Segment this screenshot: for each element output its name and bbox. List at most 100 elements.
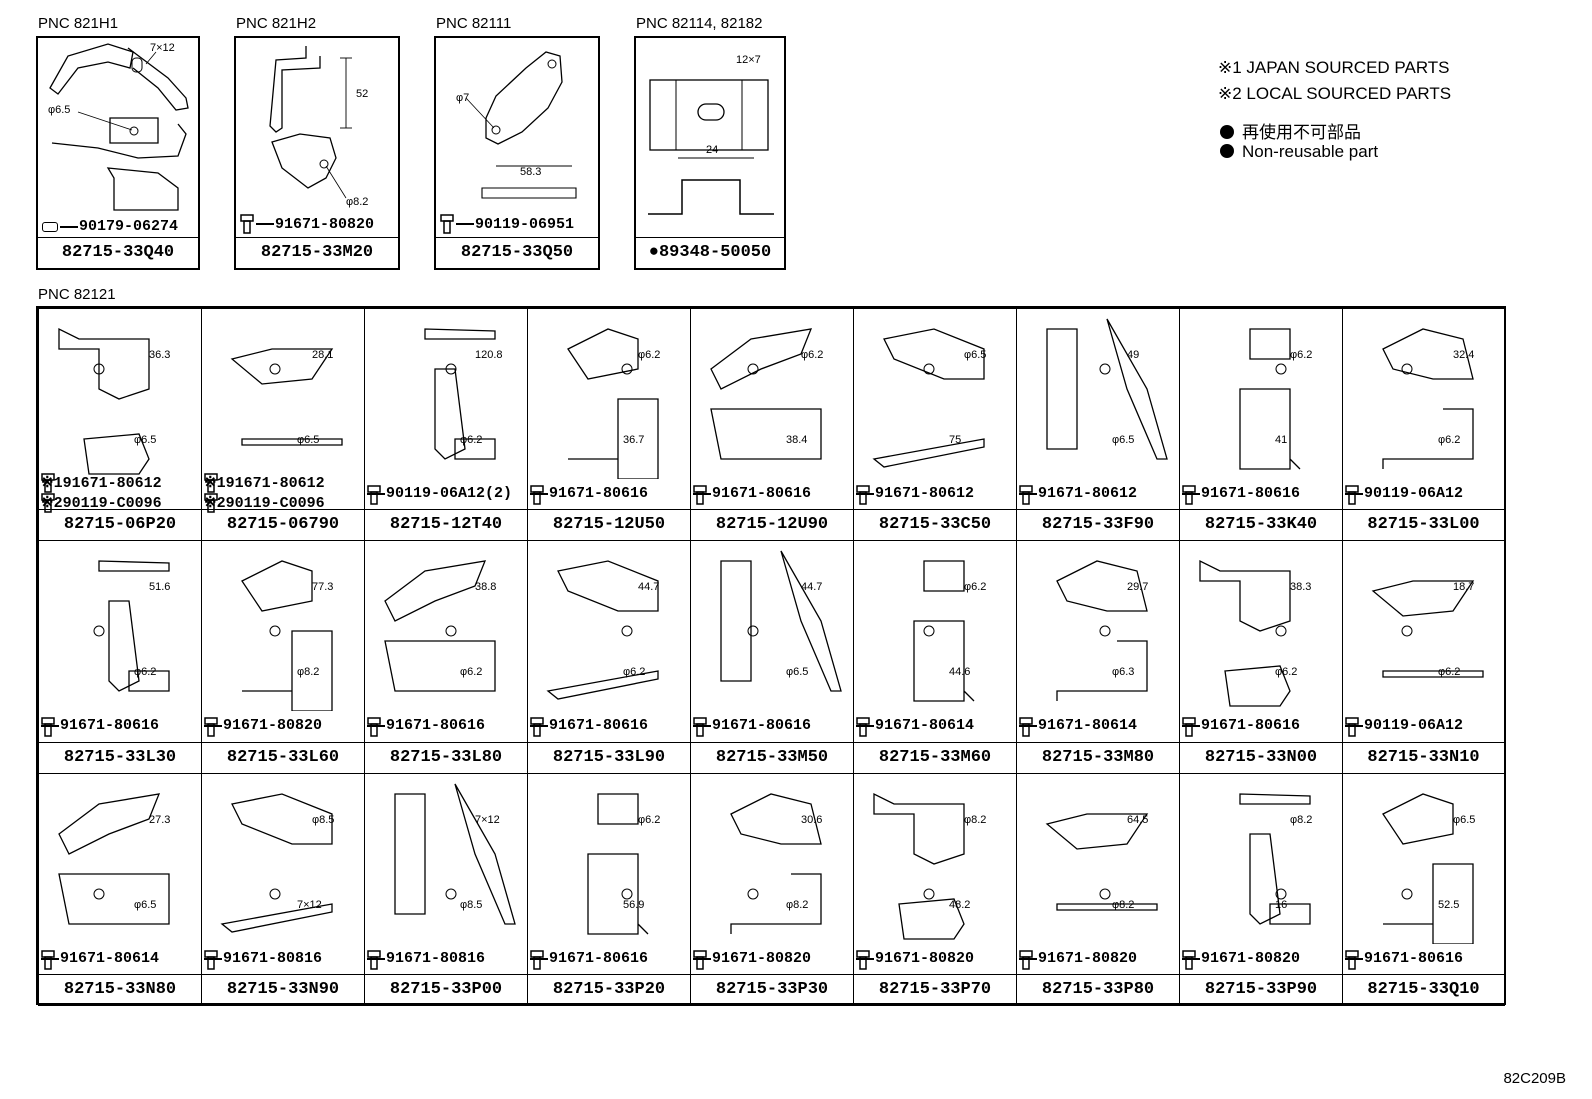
fastener-number: ※290119-C0096 xyxy=(204,495,325,512)
dim-label: 58.3 xyxy=(520,166,542,178)
fastener-number: 91671-80616 xyxy=(1201,717,1301,734)
bracket-outline xyxy=(872,328,985,468)
bolt-icon xyxy=(204,493,218,513)
bolt-hole xyxy=(923,888,935,900)
pnc-label-82121: PNC 82121 xyxy=(38,286,116,303)
bolt-icon xyxy=(204,473,218,493)
bracket-drawing xyxy=(1382,793,1474,944)
dim-label: 38.8 xyxy=(475,581,497,593)
part-number: ●89348-50050 xyxy=(636,237,784,268)
bullet-icon xyxy=(1220,125,1234,139)
leader-line xyxy=(1019,724,1037,727)
bracket-outline xyxy=(873,792,965,940)
bracket-outline xyxy=(98,560,170,692)
part-number: 82715-33M80 xyxy=(1017,742,1179,773)
fastener-number: 90179-06274 xyxy=(79,218,179,235)
diagram-code: 82C209B xyxy=(1503,1070,1566,1087)
bolt-icon xyxy=(204,950,218,970)
bolt-icon xyxy=(41,493,55,513)
part-number: 82715-33N00 xyxy=(1180,742,1342,773)
fastener-number: 91671-80616 xyxy=(712,717,812,734)
fastener-label: 91671-80816 xyxy=(367,950,485,970)
fastener-label: 91671-80816 xyxy=(204,950,322,970)
bolt-hole xyxy=(747,363,759,375)
bracket-drawing xyxy=(49,43,189,211)
bolt-icon xyxy=(1345,485,1359,505)
dim-label: 30.6 xyxy=(801,814,823,826)
bolt-hole xyxy=(621,625,633,637)
dim-label: φ8.5 xyxy=(460,899,483,911)
fastener-number: 90119-06A12 xyxy=(1364,485,1464,502)
bracket-drawing xyxy=(424,328,496,460)
leader-line xyxy=(530,492,548,495)
bracket-drawing xyxy=(710,328,822,460)
leader-line xyxy=(1182,724,1200,727)
dim-label: φ6.2 xyxy=(801,349,824,361)
pnc-label-821h1: PNC 821H1 xyxy=(38,15,119,32)
bracket-drawing xyxy=(1239,793,1311,925)
part-box-821h2[interactable]: 52 φ8.2 91671-80820 82715-33M20 xyxy=(234,36,400,270)
bolt-icon xyxy=(1182,717,1196,737)
fastener-label: 90119-06A12 xyxy=(1345,717,1463,737)
dim-label: 36.3 xyxy=(149,349,171,361)
fastener-label: 91671-80616 xyxy=(693,485,811,505)
part-number: 82715-33P30 xyxy=(691,974,853,1005)
dim-label: φ8.2 xyxy=(964,814,987,826)
fastener-label: ※290119-C0096 xyxy=(204,493,325,513)
bracket-outline xyxy=(710,328,822,460)
part-number: 82715-12T40 xyxy=(365,509,527,540)
part-box-82111[interactable]: φ7 58.3 90119-06951 82715-33Q50 xyxy=(434,36,600,270)
bolt-icon xyxy=(693,950,707,970)
part-box-82114[interactable]: 12×7 24 ●89348-50050 xyxy=(634,36,786,270)
dim-label: 120.8 xyxy=(475,349,503,361)
bracket-outline xyxy=(1382,793,1474,944)
bracket-drawing xyxy=(873,792,965,940)
dim-label: 41 xyxy=(1275,434,1288,446)
fastener-number: 91671-80616 xyxy=(386,717,486,734)
bracket-drawing xyxy=(241,560,333,711)
dim-label: φ6.2 xyxy=(623,666,646,678)
bracket-drawing xyxy=(230,348,343,446)
leader-line xyxy=(41,724,59,727)
dim-label: 77.3 xyxy=(312,581,334,593)
part-number: 82715-06P20 xyxy=(39,509,201,540)
fastener-label: ※290119-C0096 xyxy=(41,493,162,513)
bolt-hole xyxy=(1099,363,1111,375)
bracket-drawing xyxy=(1046,318,1168,460)
fastener-number: 91671-80820 xyxy=(1201,950,1301,967)
leader-line xyxy=(1182,492,1200,495)
part-box-821h1[interactable]: 7×12 φ6.5 90179-06274 82715-33Q40 xyxy=(36,36,200,270)
bolt-icon xyxy=(530,950,544,970)
dim-label: φ6.2 xyxy=(1438,434,1461,446)
fastener-label: 91671-80616 xyxy=(1182,717,1301,737)
part-number: 82715-33C50 xyxy=(854,509,1016,540)
fastener-label: 91671-80614 xyxy=(41,950,159,970)
